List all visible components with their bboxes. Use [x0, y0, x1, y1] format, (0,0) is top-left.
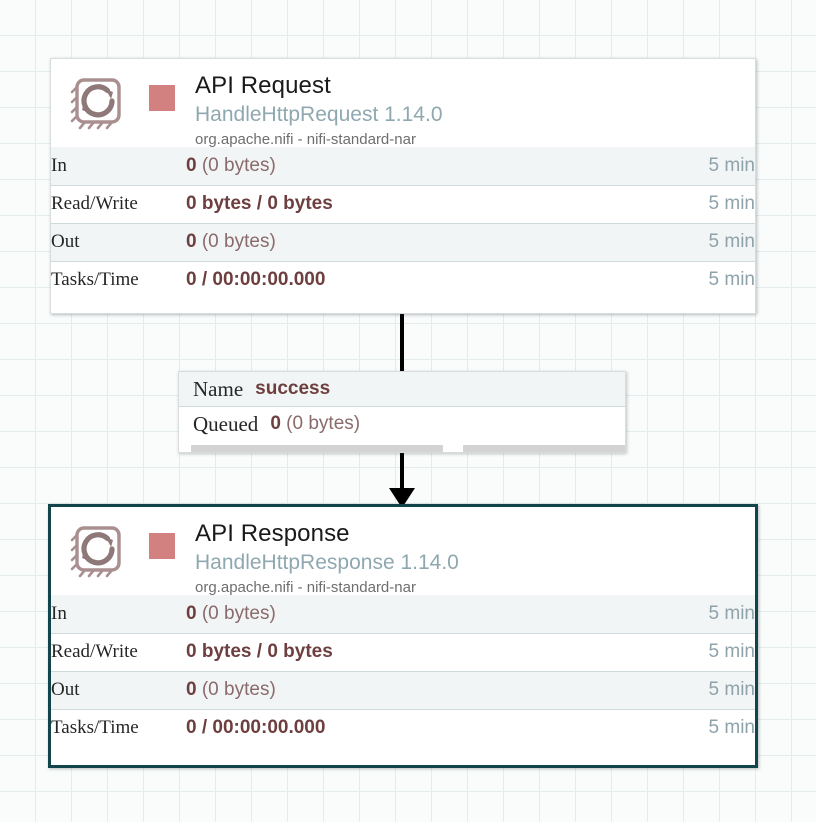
stat-value-primary: 0	[186, 231, 197, 252]
stat-timeframe: 5 min	[708, 154, 755, 176]
table-row: Out 0 (0 bytes) 5 min	[51, 670, 755, 709]
stat-value-primary: 0	[186, 602, 197, 624]
connection-queued-key: Queued	[193, 411, 259, 436]
run-status-stopped-icon[interactable]	[149, 533, 175, 559]
stat-label: Out	[51, 670, 186, 709]
table-row: Out 0 (0 bytes) 5 min	[51, 222, 755, 261]
processor-chip-icon	[69, 523, 127, 581]
queued-count: 0	[270, 413, 281, 434]
stat-value: 0 (0 bytes)	[186, 147, 645, 185]
processor-header: API Request HandleHttpRequest 1.14.0 org…	[51, 59, 755, 150]
connection-name-value: success	[255, 378, 331, 399]
stat-value-secondary: (0 bytes)	[201, 602, 276, 624]
processor-stats-table: In 0 (0 bytes) 5 min Read/Write 0 bytes …	[51, 147, 755, 299]
stat-label: Read/Write	[51, 632, 186, 671]
stat-label: Tasks/Time	[51, 708, 186, 747]
table-row: In 0 (0 bytes) 5 min	[51, 595, 755, 633]
stat-timeframe: 5 min	[645, 184, 755, 223]
processor-stats-table: In 0 (0 bytes) 5 min Read/Write 0 bytes …	[51, 595, 755, 747]
stat-label: Out	[51, 222, 186, 261]
processor-type: HandleHttpResponse 1.14.0	[195, 551, 459, 574]
processor-chip-icon	[69, 75, 127, 133]
connection-capacity-bars	[179, 441, 625, 452]
stat-value-secondary: (0 bytes)	[201, 231, 276, 252]
table-row: Read/Write 0 bytes / 0 bytes 5 min	[51, 632, 755, 671]
processor-name: API Response	[195, 520, 350, 547]
processor-header: API Response HandleHttpResponse 1.14.0 o…	[51, 507, 755, 598]
stat-value-primary: 0 bytes / 0 bytes	[186, 193, 333, 214]
stat-value-primary: 0	[186, 154, 197, 176]
stat-timeframe: 5 min	[645, 260, 755, 299]
table-row: Tasks/Time 0 / 00:00:00.000 5 min	[51, 260, 755, 299]
stat-value: 0 bytes / 0 bytes	[186, 632, 645, 671]
processor-api-response[interactable]: API Response HandleHttpResponse 1.14.0 o…	[48, 504, 758, 768]
queued-size: (0 bytes)	[286, 413, 361, 434]
queue-count-bar	[191, 445, 443, 452]
processor-bundle: org.apache.nifi - nifi-standard-nar	[195, 131, 416, 148]
stat-label: In	[51, 602, 67, 624]
processor-text-block: API Request HandleHttpRequest 1.14.0 org…	[195, 71, 443, 150]
stat-timeframe: 5 min	[645, 708, 755, 747]
connection-name-row: Name success	[179, 372, 625, 406]
stat-timeframe: 5 min	[645, 222, 755, 261]
stat-value: 0 (0 bytes)	[186, 595, 645, 633]
stat-label: In	[51, 154, 67, 176]
stat-timeframe: 5 min	[708, 602, 755, 624]
stat-value-secondary: (0 bytes)	[201, 679, 276, 700]
stat-timeframe: 5 min	[645, 632, 755, 671]
stat-value: 0 (0 bytes)	[186, 670, 645, 709]
run-status-stopped-icon[interactable]	[149, 85, 175, 111]
stat-value: 0 / 00:00:00.000	[186, 260, 645, 299]
stat-label: Tasks/Time	[51, 260, 186, 299]
connection-name-key: Name	[193, 376, 244, 401]
stat-value: 0 / 00:00:00.000	[186, 708, 645, 747]
connection-line-segment-top[interactable]	[400, 314, 404, 382]
stat-value-primary: 0 bytes / 0 bytes	[186, 641, 333, 662]
stat-value-secondary: (0 bytes)	[201, 154, 276, 176]
processor-type: HandleHttpRequest 1.14.0	[195, 103, 443, 126]
connection-arrowhead-icon	[389, 488, 415, 508]
connection-queued-value: 0 (0 bytes)	[270, 413, 360, 435]
connection-queued-row: Queued 0 (0 bytes)	[179, 406, 625, 441]
processor-name: API Request	[195, 72, 331, 99]
stat-label: Read/Write	[51, 184, 186, 223]
table-row: In 0 (0 bytes) 5 min	[51, 147, 755, 185]
stat-value-primary: 0	[186, 679, 197, 700]
queue-size-bar	[463, 445, 625, 452]
stat-value-primary: 0 / 00:00:00.000	[186, 717, 326, 739]
table-row: Read/Write 0 bytes / 0 bytes 5 min	[51, 184, 755, 223]
stat-value: 0 bytes / 0 bytes	[186, 184, 645, 223]
processor-text-block: API Response HandleHttpResponse 1.14.0 o…	[195, 519, 459, 598]
connection-line-segment-bottom[interactable]	[400, 452, 404, 496]
stat-timeframe: 5 min	[645, 670, 755, 709]
stat-value: 0 (0 bytes)	[186, 222, 645, 261]
processor-bundle: org.apache.nifi - nifi-standard-nar	[195, 579, 416, 596]
stat-value-primary: 0 / 00:00:00.000	[186, 269, 326, 291]
connection-label-success[interactable]: Name success Queued 0 (0 bytes)	[178, 371, 626, 453]
processor-api-request[interactable]: API Request HandleHttpRequest 1.14.0 org…	[50, 58, 756, 314]
table-row: Tasks/Time 0 / 00:00:00.000 5 min	[51, 708, 755, 747]
